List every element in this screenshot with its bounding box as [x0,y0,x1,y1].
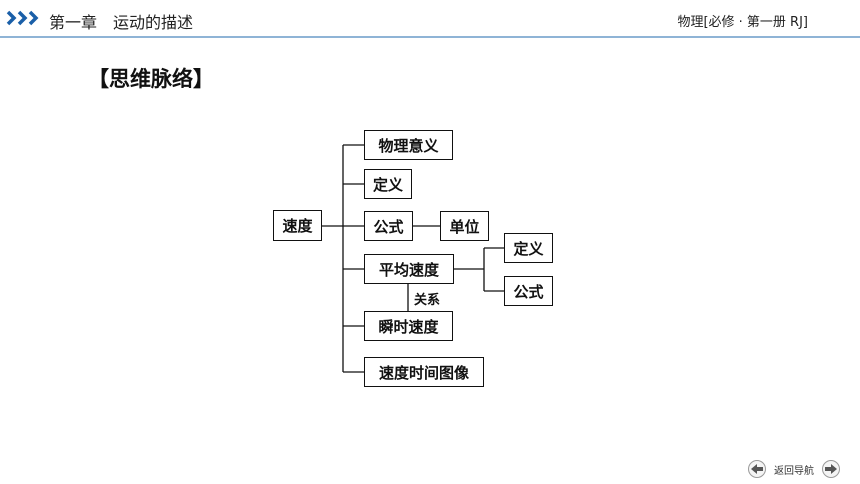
back-to-navigation-link[interactable]: 返回导航 [774,465,814,477]
diagram-root-node: 速度 [273,210,322,241]
chapter-title: 运动的描述 [113,13,194,32]
header-bar: 第一章运动的描述 物理[必修 · 第一册 RJ] [0,0,860,38]
relation-label: 关系 [414,293,441,308]
branch-node-formula: 公式 [364,211,413,241]
footer-navigation: 返回导航 [748,460,840,478]
book-title: 物理[必修 · 第一册 RJ] [677,15,808,30]
chevron-right-icon [6,10,39,26]
node-average-formula: 公式 [504,276,553,306]
chapter-heading: 第一章运动的描述 [49,9,193,33]
branch-node-average-velocity: 平均速度 [364,254,454,284]
prev-arrow-icon[interactable] [748,460,766,478]
branch-node-instantaneous-velocity: 瞬时速度 [364,311,453,341]
chapter-number: 第一章 [49,13,98,32]
branch-node-physical-meaning: 物理意义 [364,130,453,160]
branch-node-velocity-time-graph: 速度时间图像 [364,357,484,387]
node-average-definition: 定义 [504,233,553,263]
next-arrow-icon[interactable] [822,460,840,478]
section-title: 【思维脉络】 [88,67,214,91]
branch-node-definition: 定义 [364,169,412,199]
node-unit: 单位 [440,211,489,241]
